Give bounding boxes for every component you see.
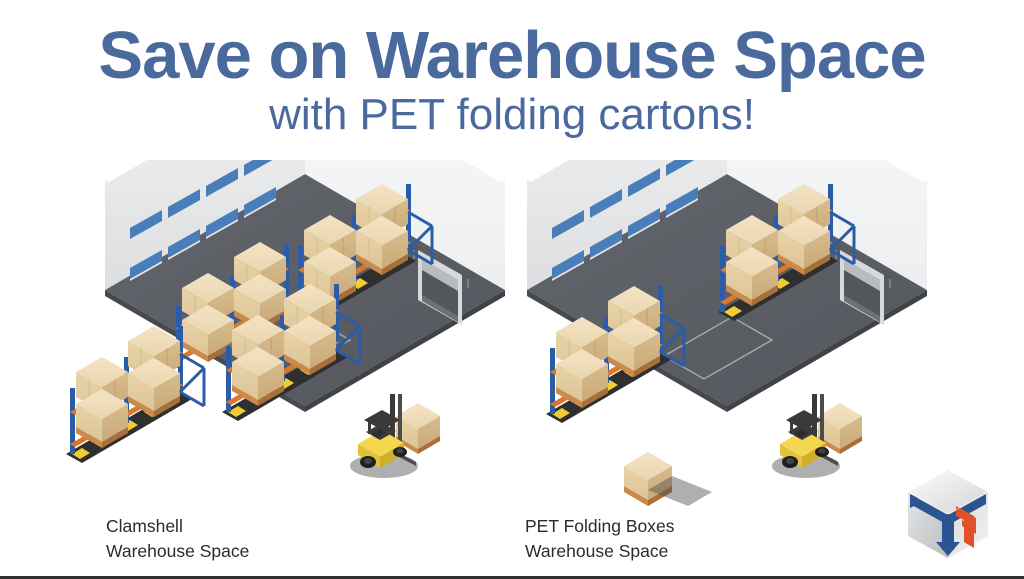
company-logo[interactable] xyxy=(896,462,1000,566)
floor-marking xyxy=(662,316,774,380)
headline-block: Save on Warehouse Space with PET folding… xyxy=(0,22,1024,137)
pallet-rack xyxy=(718,184,856,321)
caption-clamshell: Clamshell Warehouse Space xyxy=(106,516,250,561)
pallet-rack xyxy=(222,284,362,421)
bottom-divider xyxy=(0,576,1024,579)
page-title: Save on Warehouse Space xyxy=(98,18,926,93)
forklift xyxy=(350,394,440,478)
warehouse-scene-clamshell xyxy=(10,160,510,510)
pet-warehouse-illustration xyxy=(527,160,927,506)
pallet-rack xyxy=(176,242,289,368)
forklift xyxy=(772,394,862,478)
pallet-rack xyxy=(546,286,686,423)
loading-dock-door[interactable] xyxy=(418,250,462,325)
loose-pallet xyxy=(624,452,712,506)
pallet-rack xyxy=(296,184,434,321)
wall-windows-left xyxy=(552,160,698,281)
caption-pet-folding-boxes: PET Folding Boxes Warehouse Space xyxy=(525,516,675,561)
page-subtitle: with PET folding cartons! xyxy=(269,90,755,139)
cube-logo-icon xyxy=(906,469,990,558)
loading-dock-door[interactable] xyxy=(840,250,884,325)
wall-windows-left xyxy=(130,160,276,281)
warehouse-scene-pet xyxy=(432,160,932,510)
pallet-rack xyxy=(66,326,206,463)
clamshell-warehouse-illustration xyxy=(66,160,505,478)
